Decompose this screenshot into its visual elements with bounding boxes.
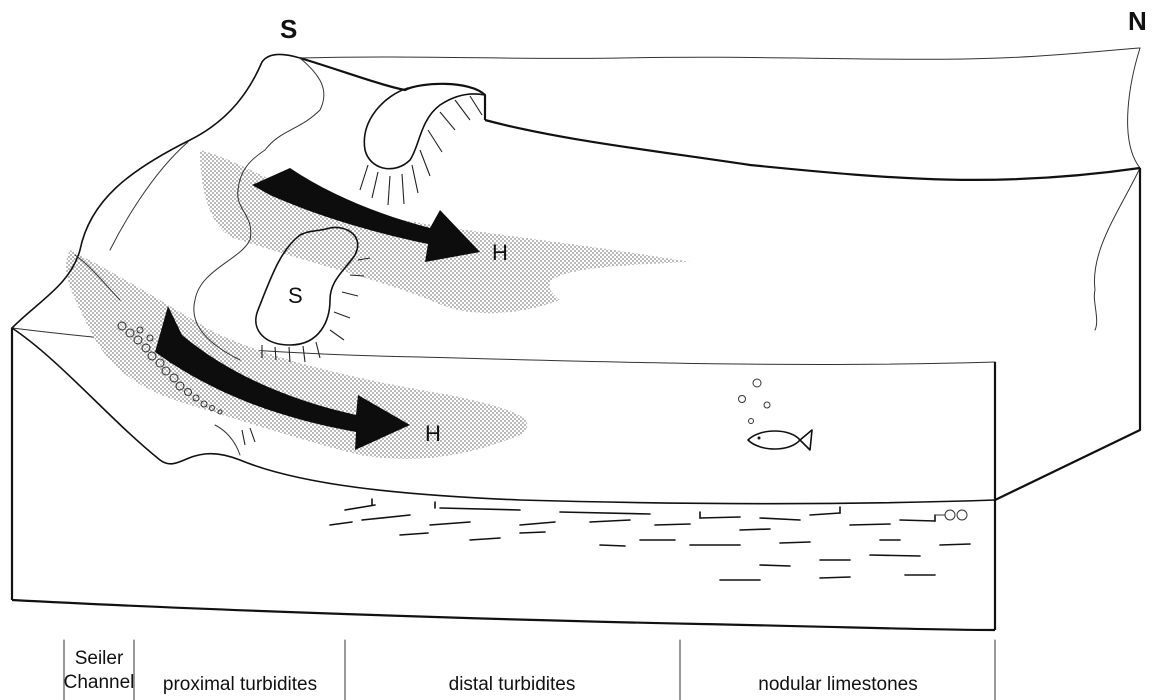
- bubbles: [739, 379, 771, 424]
- slope-hachures: [242, 428, 255, 445]
- fossil-icon: [935, 510, 967, 520]
- upper-swell: [360, 88, 485, 205]
- zone-label-distal: distal turbidites: [449, 674, 576, 695]
- zone-label-nodular: nodular limestones: [758, 674, 917, 695]
- zone-label-seiler-2: Channel: [64, 672, 135, 693]
- label-south: S: [280, 14, 297, 44]
- marker-high-upper: H: [492, 240, 508, 265]
- marker-swell: S: [288, 283, 303, 308]
- zone-legend: Seiler Channel proximal turbidites dista…: [64, 640, 995, 700]
- fish-icon: [748, 430, 812, 450]
- marker-high-lower: H: [425, 421, 441, 446]
- zone-label-seiler-1: Seiler: [75, 648, 124, 669]
- label-north: N: [1128, 6, 1147, 36]
- zone-label-proximal: proximal turbidites: [163, 674, 317, 695]
- limestone-dashes: [330, 499, 970, 580]
